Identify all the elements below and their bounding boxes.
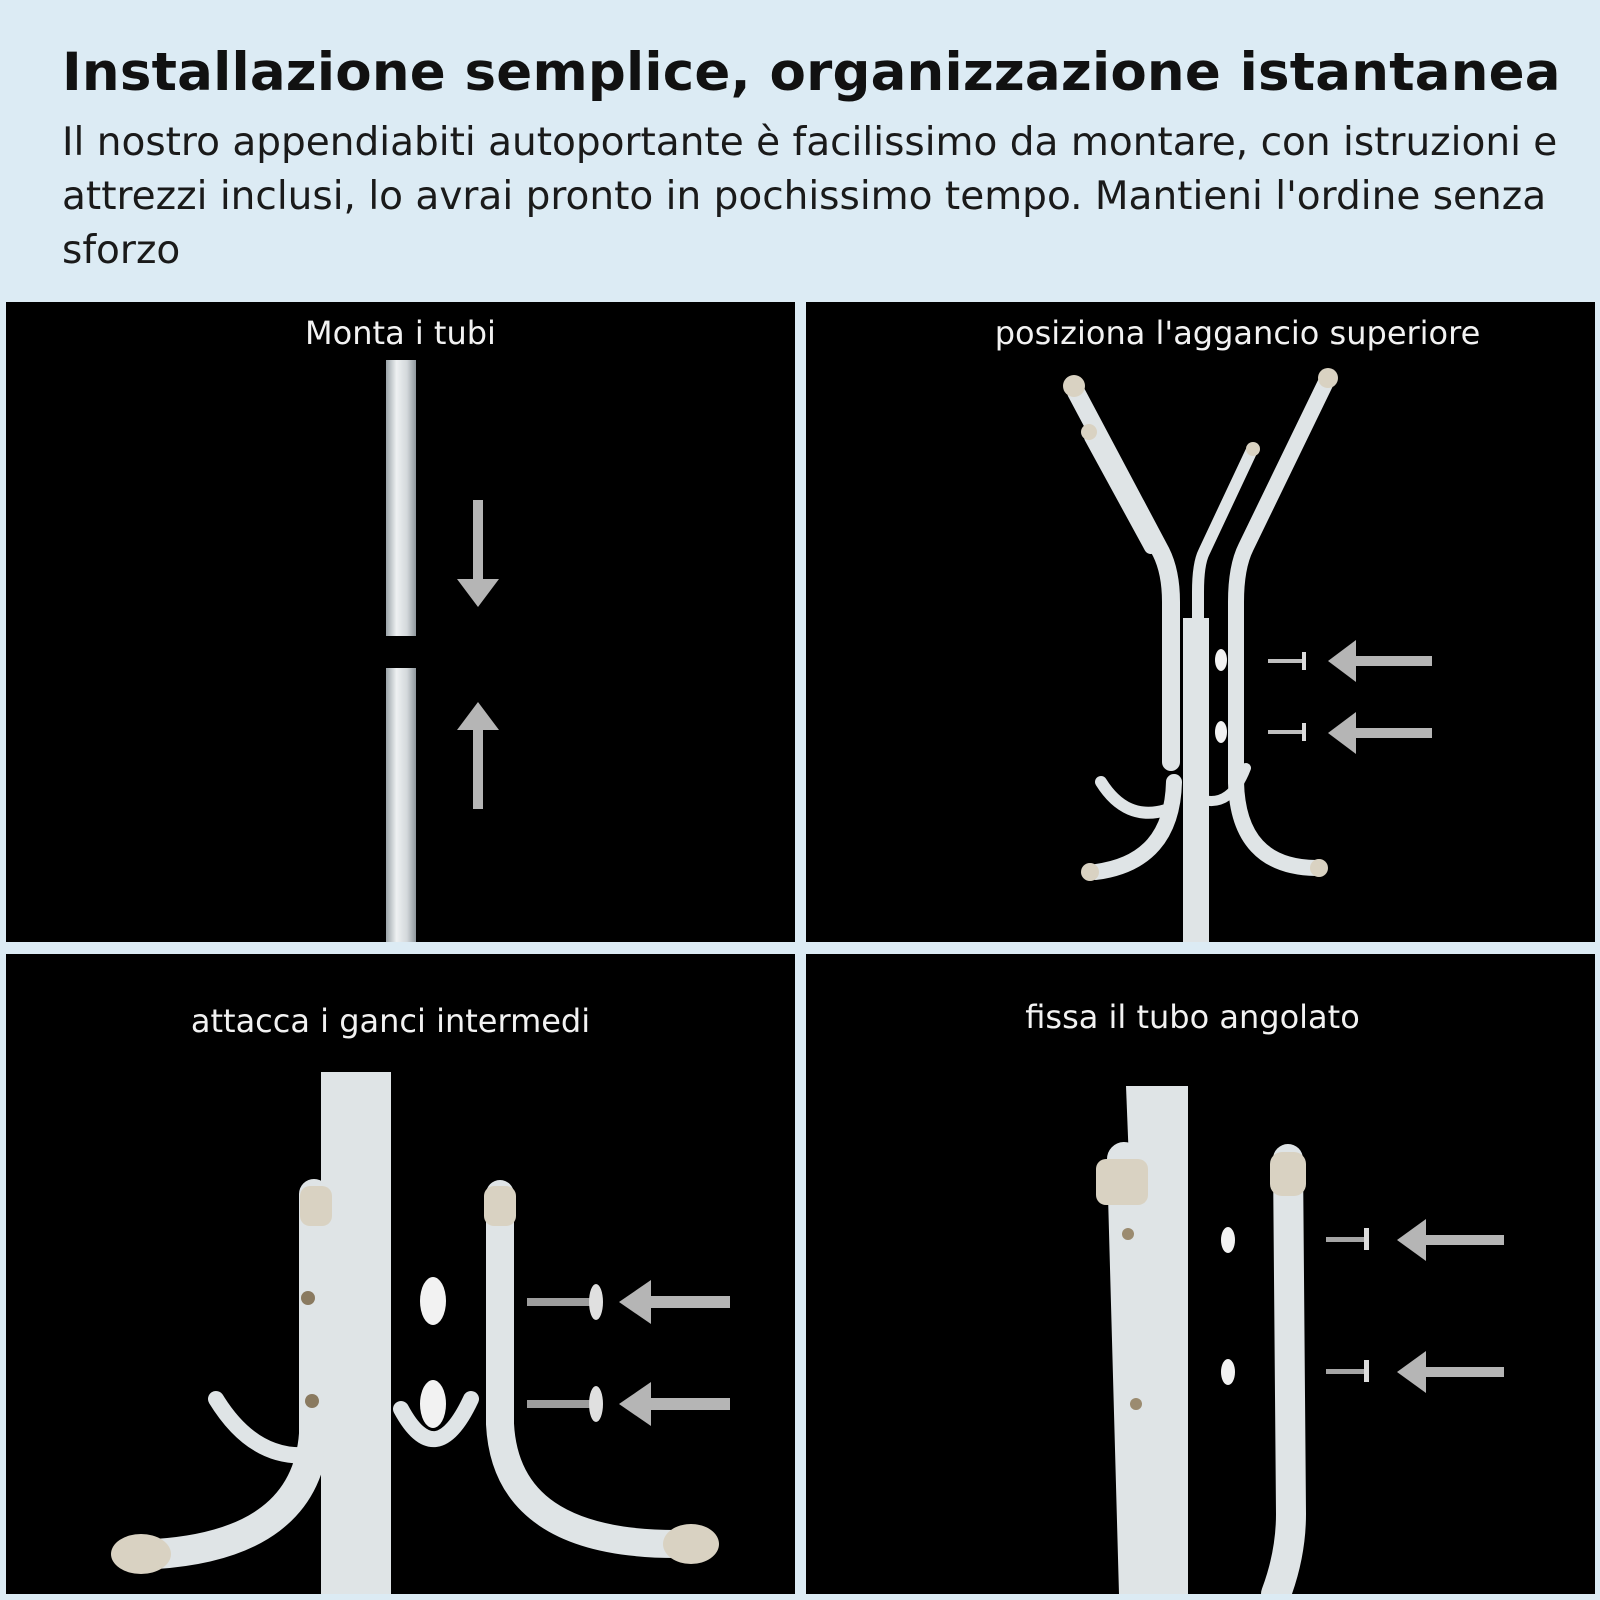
bolt-heads — [301, 1291, 319, 1408]
step-panel-3: attacca i ganci intermedi — [6, 954, 795, 1594]
upper-arm-left-back — [1084, 430, 1158, 554]
upper-arm-left — [1067, 383, 1180, 771]
angled-tube-right — [1261, 1144, 1307, 1594]
step-caption-4: fissa il tubo angolato — [1025, 998, 1360, 1036]
upper-tube — [386, 360, 416, 636]
screw-icon — [527, 1284, 603, 1422]
step-panel-4: fissa il tubo angolato — [806, 954, 1595, 1594]
arrow-left-icon — [1397, 1219, 1504, 1393]
upper-arm-right — [1228, 374, 1334, 790]
screw-icon — [1268, 652, 1306, 741]
washer-icon — [1221, 1227, 1235, 1385]
page-subtitle: Il nostro appendiabiti autoportante è fa… — [62, 120, 1558, 273]
rubber-caps — [111, 1186, 719, 1574]
arrow-left-icon — [1328, 640, 1432, 754]
step-caption-2: posiziona l'aggancio superiore — [994, 314, 1481, 352]
hook-right — [486, 1180, 690, 1558]
step-caption-1: Monta i tubi — [305, 314, 496, 352]
top-hook-illustration — [1063, 368, 1432, 942]
rubber-caps — [1096, 1152, 1306, 1205]
arrow-down-icon — [457, 500, 499, 607]
step-panel-1: Monta i tubi — [6, 302, 795, 942]
hook-center-small — [393, 1391, 479, 1447]
tube-illustration — [386, 360, 499, 942]
center-pole — [321, 1072, 391, 1594]
rubber-caps — [1063, 368, 1338, 881]
mid-hook-left — [1095, 776, 1172, 819]
header: Installazione semplice, organizzazione i… — [62, 38, 1582, 278]
step-panel-2: posiziona l'aggancio superiore — [806, 302, 1595, 942]
middle-hooks-illustration — [111, 1072, 730, 1594]
arrow-left-icon — [619, 1280, 730, 1426]
bolt-heads — [1122, 1228, 1142, 1410]
center-pole — [1183, 618, 1209, 942]
angled-tube-left — [1107, 1142, 1153, 1594]
page-title: Installazione semplice, organizzazione i… — [62, 42, 1561, 103]
angled-tube-left-back — [1145, 1403, 1185, 1594]
angled-tube-illustration — [1096, 1086, 1504, 1594]
hook-left-small — [208, 1391, 324, 1464]
arrow-up-icon — [457, 702, 499, 809]
upper-arm-right-back — [1192, 446, 1257, 628]
lower-tube — [386, 668, 416, 942]
lower-hook-left — [1088, 774, 1182, 880]
lower-hook-right — [1228, 774, 1324, 876]
step-caption-3: attacca i ganci intermedi — [190, 1002, 591, 1040]
mid-hook-right — [1198, 763, 1251, 806]
screw-icon — [1326, 1228, 1369, 1382]
washer-icon — [1215, 649, 1227, 743]
hook-left — [141, 1179, 329, 1569]
washer-icon — [420, 1277, 446, 1428]
